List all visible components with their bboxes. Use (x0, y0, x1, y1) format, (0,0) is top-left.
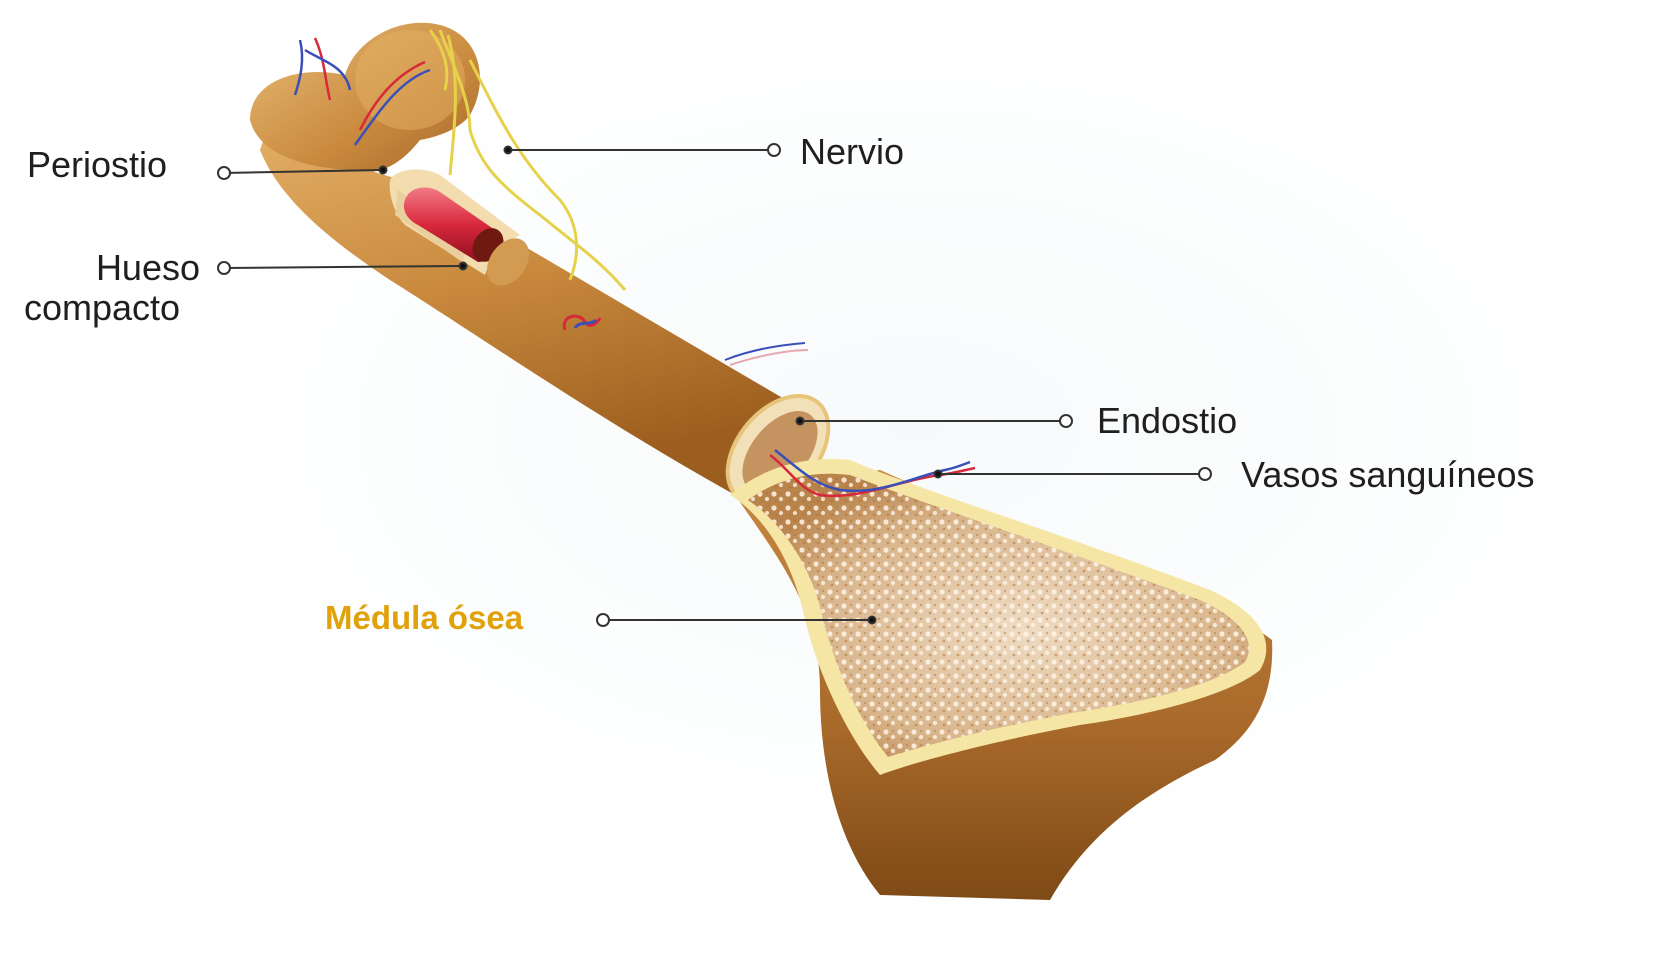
label-hueso-compacto: Hueso compacto (24, 248, 200, 328)
label-nervio: Nervio (800, 132, 904, 172)
label-medula-osea: Médula ósea (325, 598, 523, 638)
label-hueso-compacto-line2: compacto (24, 288, 200, 328)
label-endostio: Endostio (1097, 401, 1237, 441)
label-vasos-sanguineos: Vasos sanguíneos (1241, 455, 1535, 495)
label-hueso-compacto-line1: Hueso (24, 248, 200, 288)
bone-illustration (250, 23, 1272, 900)
label-periostio: Periostio (27, 145, 167, 185)
